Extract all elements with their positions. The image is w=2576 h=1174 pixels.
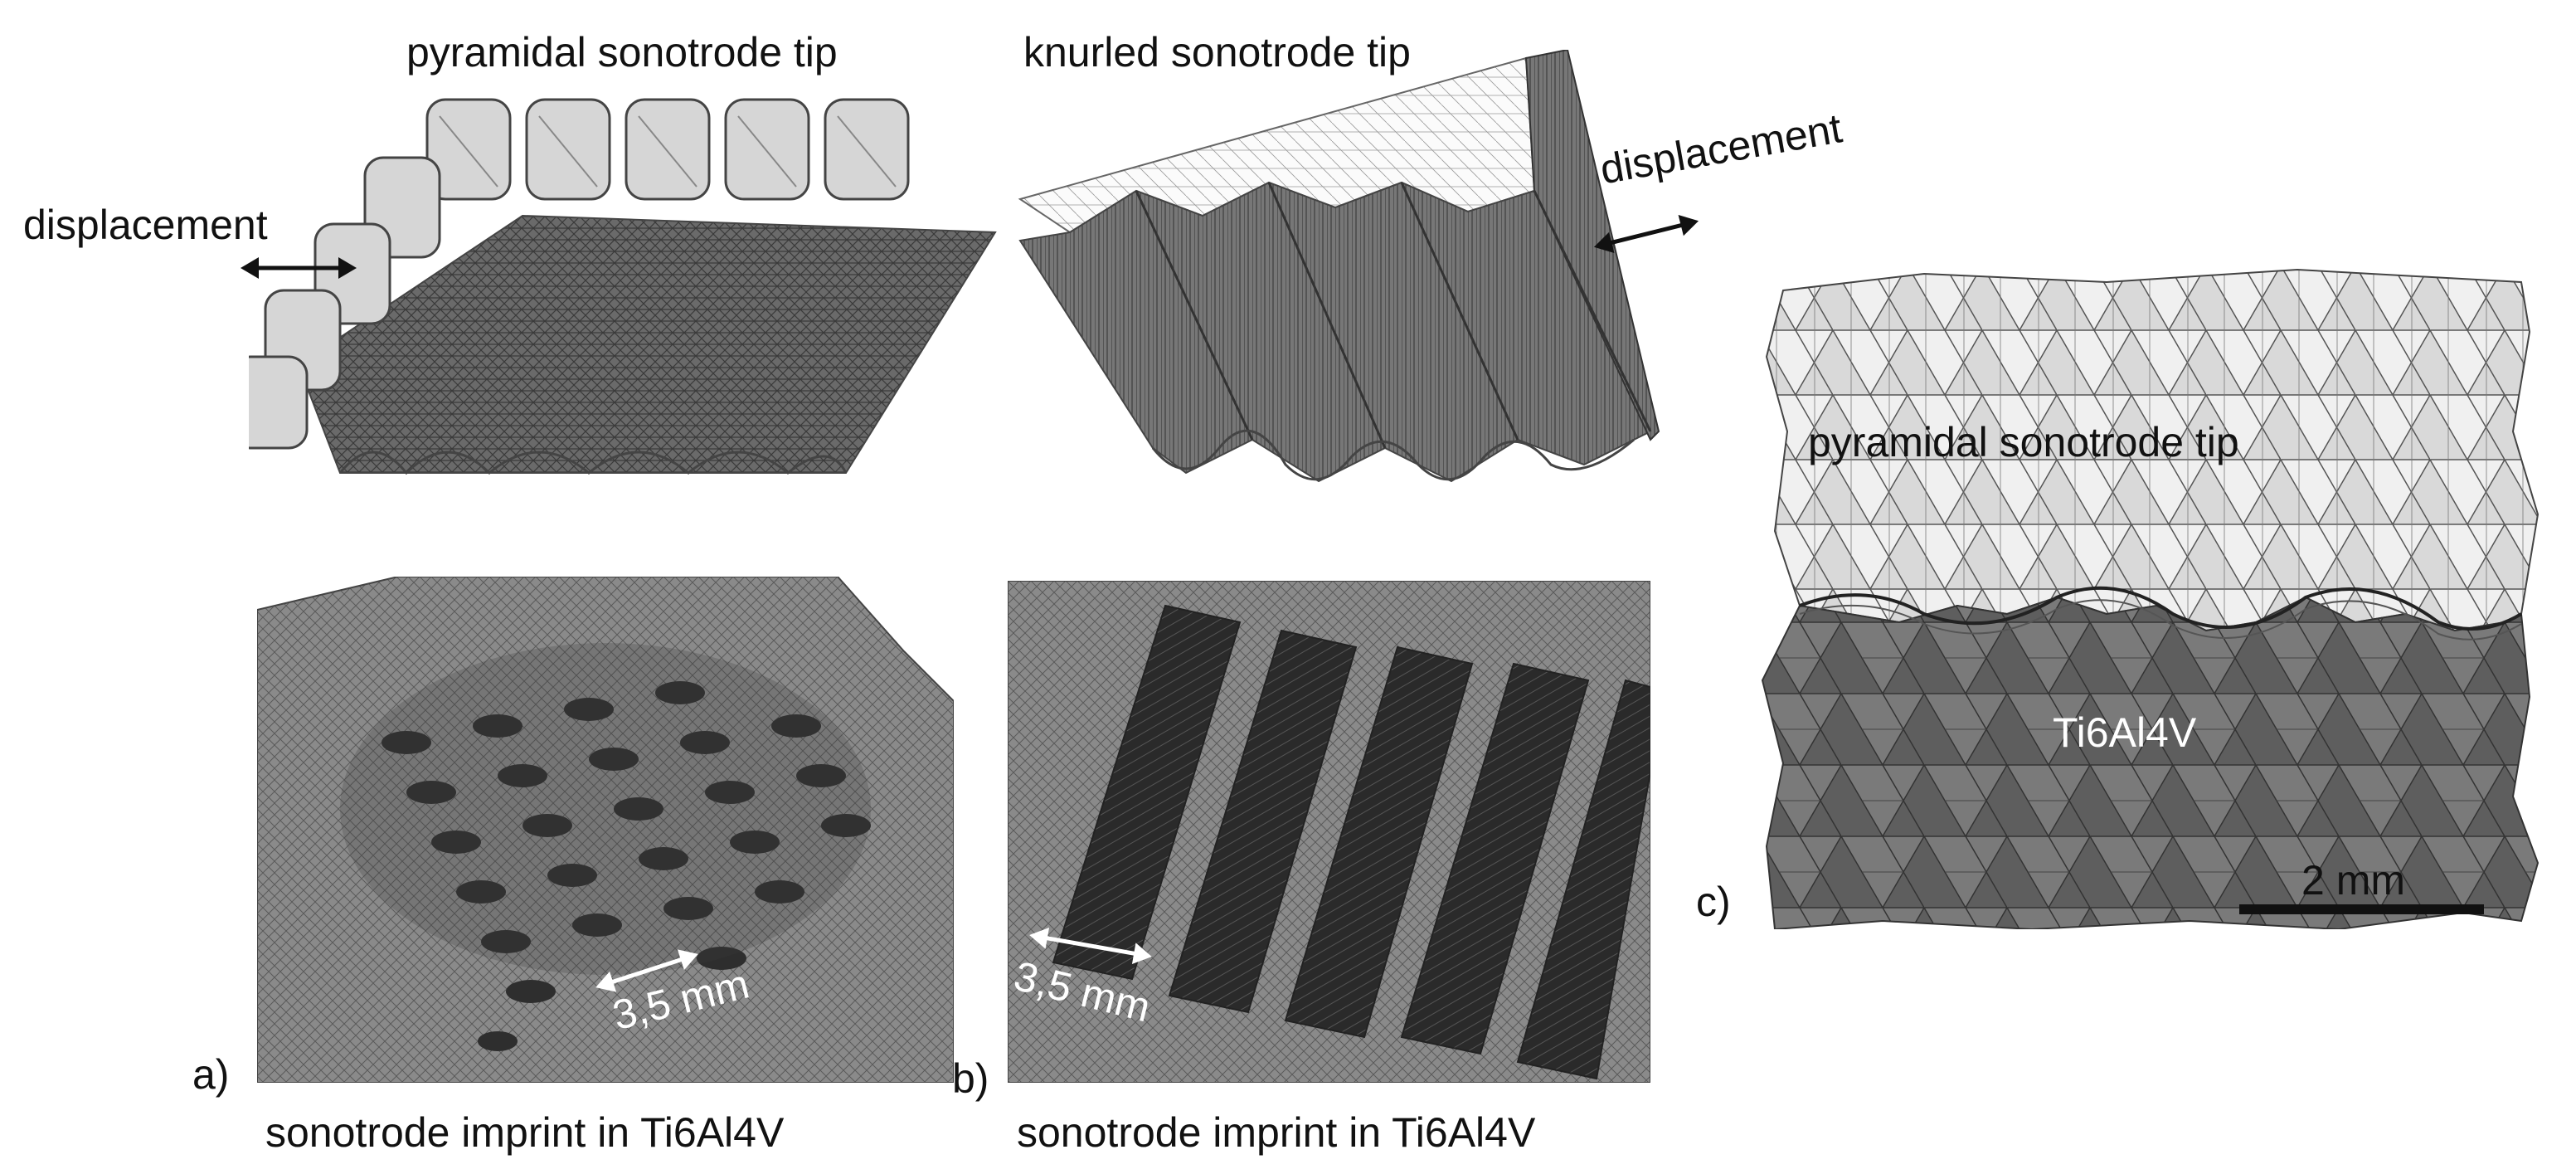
panel-letter-a: a) [192, 1051, 230, 1098]
caption-b: sonotrode imprint in Ti6Al4V [1017, 1109, 1536, 1156]
displacement-arrow-a [241, 247, 357, 289]
panel-letter-c: c) [1696, 879, 1731, 925]
pyramidal-imprint-render [257, 577, 954, 1083]
cross-section-material-label: Ti6Al4V [2053, 709, 2197, 756]
knurled-tip-title: knurled sonotrode tip [1023, 29, 1411, 76]
scale-bar-label: 2 mm [2301, 857, 2405, 904]
pyramidal-tip-title: pyramidal sonotrode tip [406, 29, 838, 76]
dimension-arrow-a [593, 946, 701, 996]
displacement-label-a: displacement [23, 202, 268, 248]
knurled-tip-render [1004, 50, 1667, 490]
cross-section-render [1758, 265, 2546, 929]
dimension-arrow-b [1028, 921, 1153, 971]
pyramidal-tip-render [249, 83, 1012, 481]
knurled-imprint-render [1008, 581, 1650, 1083]
scale-bar [2239, 904, 2484, 914]
panel-letter-b: b) [952, 1055, 989, 1102]
cross-section-tip-label: pyramidal sonotrode tip [1808, 419, 2239, 465]
displacement-arrow-b [1592, 209, 1700, 259]
caption-a: sonotrode imprint in Ti6Al4V [265, 1109, 785, 1156]
